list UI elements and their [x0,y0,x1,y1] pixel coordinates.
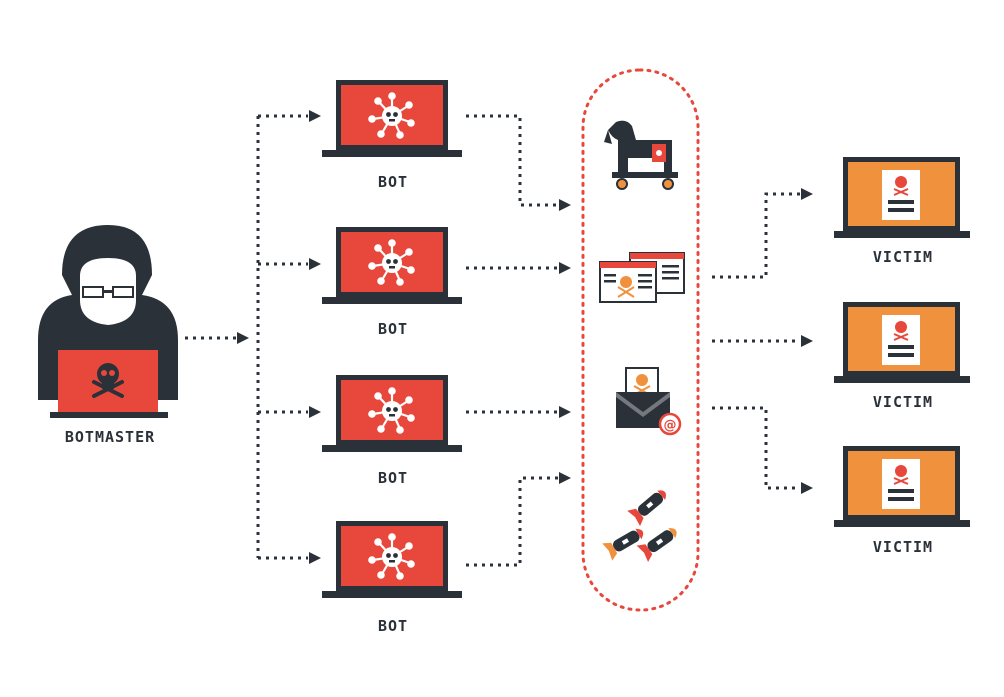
bot-label: BOT [378,469,408,487]
missiles-icon [602,490,677,562]
victim-laptop [834,302,970,383]
botmaster-figure [38,225,178,418]
victim-laptop [834,157,970,238]
svg-text:@: @ [664,418,677,433]
victim-label: VICTIM [873,393,933,411]
victim-label: VICTIM [873,538,933,556]
bot-label: BOT [378,320,408,338]
victim-connectors [712,192,800,490]
email-envelope-icon: @ [616,367,682,436]
attack-capsule [581,68,700,612]
bot-laptop [322,227,462,304]
bot-label: BOT [378,173,408,191]
bot-laptop [322,521,462,598]
botmaster-label: BOTMASTER [65,428,155,446]
victim-laptop [834,446,970,527]
botmaster-connectors [185,114,308,560]
bot-laptop [322,375,462,452]
web-pages-icon [599,252,685,303]
trojan-horse-icon [604,120,678,190]
bot-connectors [466,114,558,567]
bot-label: BOT [378,617,408,635]
bot-laptop [322,80,462,157]
victim-label: VICTIM [873,248,933,266]
